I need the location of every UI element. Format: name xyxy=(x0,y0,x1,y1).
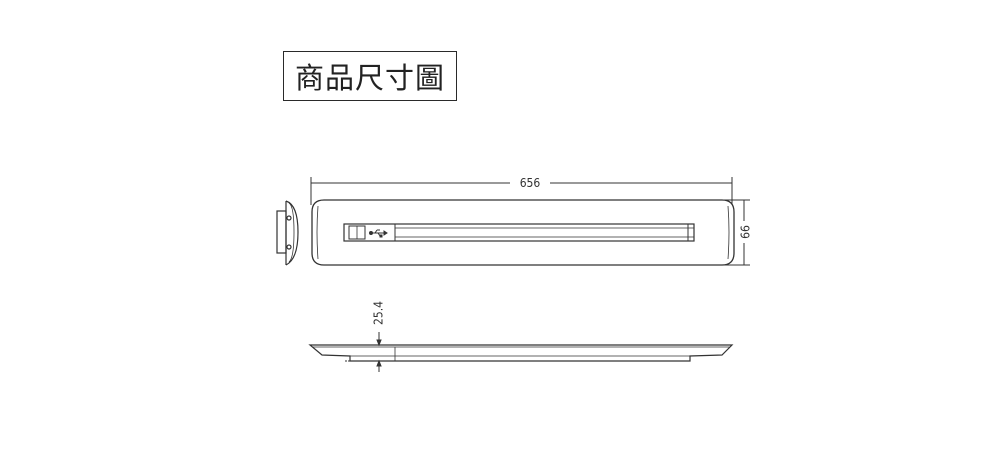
usb-icon xyxy=(369,229,388,238)
profile-outline xyxy=(308,344,734,362)
end-cap-screw-top xyxy=(286,215,292,221)
page-title: 商品尺寸圖 xyxy=(294,61,445,95)
title-box: 商品尺寸圖 xyxy=(283,51,457,101)
length-label: 656 xyxy=(520,176,541,190)
end-cap-plate xyxy=(276,210,287,254)
top-view-inner-left xyxy=(316,205,319,260)
top-view xyxy=(311,199,735,266)
height-dimension xyxy=(345,332,388,372)
end-cap-screw-bottom xyxy=(286,244,292,250)
end-cap-curve xyxy=(285,200,299,266)
profile-view xyxy=(308,344,734,362)
top-view-inner-right xyxy=(727,205,730,260)
end-cap-curve-inner xyxy=(288,202,295,263)
top-view-slot xyxy=(343,223,695,242)
height-arrow-top xyxy=(376,339,382,347)
width-label: 99 xyxy=(738,225,752,239)
height-arrow-bottom xyxy=(376,359,382,367)
height-label: 25.4 xyxy=(372,301,386,325)
end-cap-view xyxy=(276,200,299,266)
width-dimension xyxy=(720,199,750,266)
